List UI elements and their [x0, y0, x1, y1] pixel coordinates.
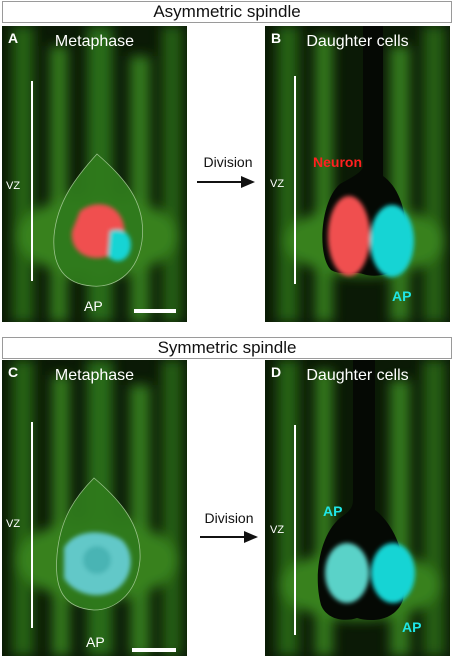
panel-a-vz-line — [31, 81, 33, 281]
panel-a-micrograph — [12, 26, 182, 322]
panel-d-daughter-cells: D Daughter cells VZ AP AP — [265, 360, 450, 656]
panel-c-metaphase: C Metaphase VZ AP — [2, 360, 187, 656]
division-arrow-top-icon — [197, 176, 255, 188]
panel-a-title: Metaphase — [54, 33, 135, 50]
panel-d-micrograph — [277, 360, 445, 656]
panel-d-ap-label-bottom: AP — [402, 619, 422, 635]
division-arrow-bottom-icon — [200, 531, 258, 543]
panel-c-ap-label: AP — [86, 634, 105, 650]
panel-a-letter: A — [8, 30, 19, 46]
panel-c-letter: C — [8, 364, 19, 380]
panel-d-vz-label: VZ — [270, 524, 285, 536]
panel-c-vz-line — [31, 422, 33, 628]
section-title-symmetric: Symmetric spindle — [2, 337, 452, 359]
panel-b-letter: B — [271, 30, 282, 46]
panel-b-vz-label: VZ — [270, 178, 285, 190]
panel-b-neuron-label: Neuron — [313, 154, 362, 170]
panel-d-title: Daughter cells — [306, 367, 409, 384]
panel-c-scale-bar — [132, 648, 176, 652]
panel-b-ap-label: AP — [392, 288, 412, 304]
division-label-bottom: Division — [204, 510, 254, 526]
panel-b-daughter-cells: B Daughter cells VZ Neuron AP — [265, 26, 450, 322]
division-label-top: Division — [203, 154, 253, 170]
panel-a-ap-label: AP — [84, 298, 103, 314]
panel-c-vz-label: VZ — [6, 518, 21, 530]
panel-a-metaphase: A Metaphase VZ AP — [2, 26, 187, 322]
panel-d-ap-label-top: AP — [323, 503, 343, 519]
panel-a-vz-label: VZ — [6, 180, 21, 192]
panel-b-vz-line — [294, 76, 296, 284]
panel-b-micrograph — [277, 26, 445, 322]
panel-b-title: Daughter cells — [306, 33, 409, 50]
panel-c-title: Metaphase — [54, 367, 135, 384]
panel-c-micrograph — [12, 360, 182, 656]
panel-d-letter: D — [271, 364, 282, 380]
panel-a-scale-bar — [134, 309, 176, 313]
section-title-asymmetric: Asymmetric spindle — [2, 1, 452, 23]
panel-d-vz-line — [294, 425, 296, 635]
